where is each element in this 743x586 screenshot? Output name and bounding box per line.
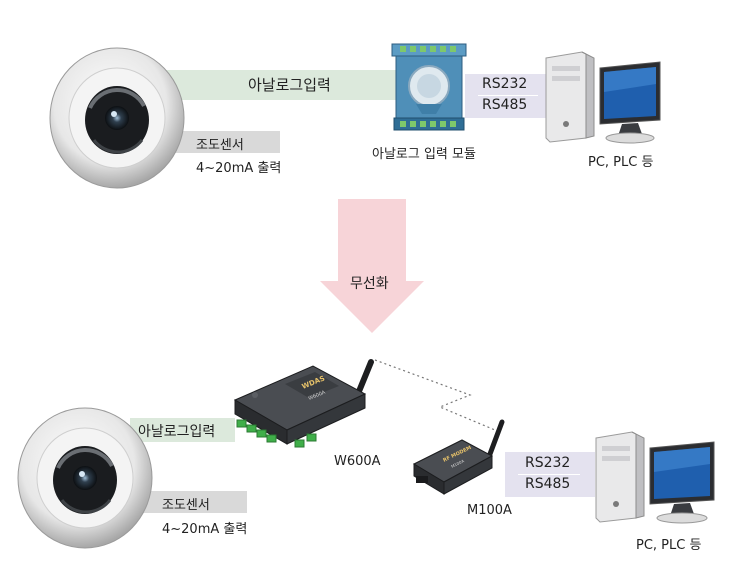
analog-input-module-icon (391, 43, 467, 131)
pc-icon (545, 51, 661, 144)
rs485-label-bottom: RS485 (525, 476, 571, 492)
sensor-band-bottom (135, 491, 247, 513)
sensor-output-bottom: 4~20mA 출력 (162, 522, 248, 537)
modem-model-text: M100A (450, 458, 465, 469)
rs232-label-bottom: RS232 (525, 455, 571, 471)
rs485-label: RS485 (482, 97, 528, 113)
analog-input-label: 아날로그입력 (248, 76, 331, 94)
serial-band (465, 74, 550, 118)
wireless-label: 무선화 (350, 276, 389, 292)
w600a-device-icon: WDAS W600A (233, 359, 374, 448)
sensor-name: 조도센서 (196, 138, 244, 153)
light-sensor-icon-bottom (17, 407, 153, 549)
analog-input-band-bottom (130, 418, 235, 442)
sensor-band (150, 131, 280, 153)
module-label: 아날로그 입력 모듈 (372, 147, 476, 162)
w600a-label: W600A (334, 454, 381, 469)
down-arrow-icon (320, 199, 424, 333)
m100a-modem-icon: RF MODEM M100A (412, 419, 505, 495)
wireless-link-icon (374, 359, 496, 431)
serial-divider (478, 95, 538, 96)
serial-divider-bottom (518, 474, 580, 475)
analog-input-band (150, 70, 420, 100)
light-sensor-icon (49, 47, 185, 189)
analog-input-label-bottom: 아날로그입력 (138, 424, 216, 440)
pc-icon-bottom (595, 431, 715, 524)
pc-label: PC, PLC 등 (588, 155, 654, 170)
sensor-name-bottom: 조도센서 (162, 498, 210, 513)
sensor-output: 4~20mA 출력 (196, 161, 282, 176)
rs232-label: RS232 (482, 76, 528, 92)
pc-label-bottom: PC, PLC 등 (636, 538, 702, 553)
m100a-label: M100A (467, 503, 512, 518)
